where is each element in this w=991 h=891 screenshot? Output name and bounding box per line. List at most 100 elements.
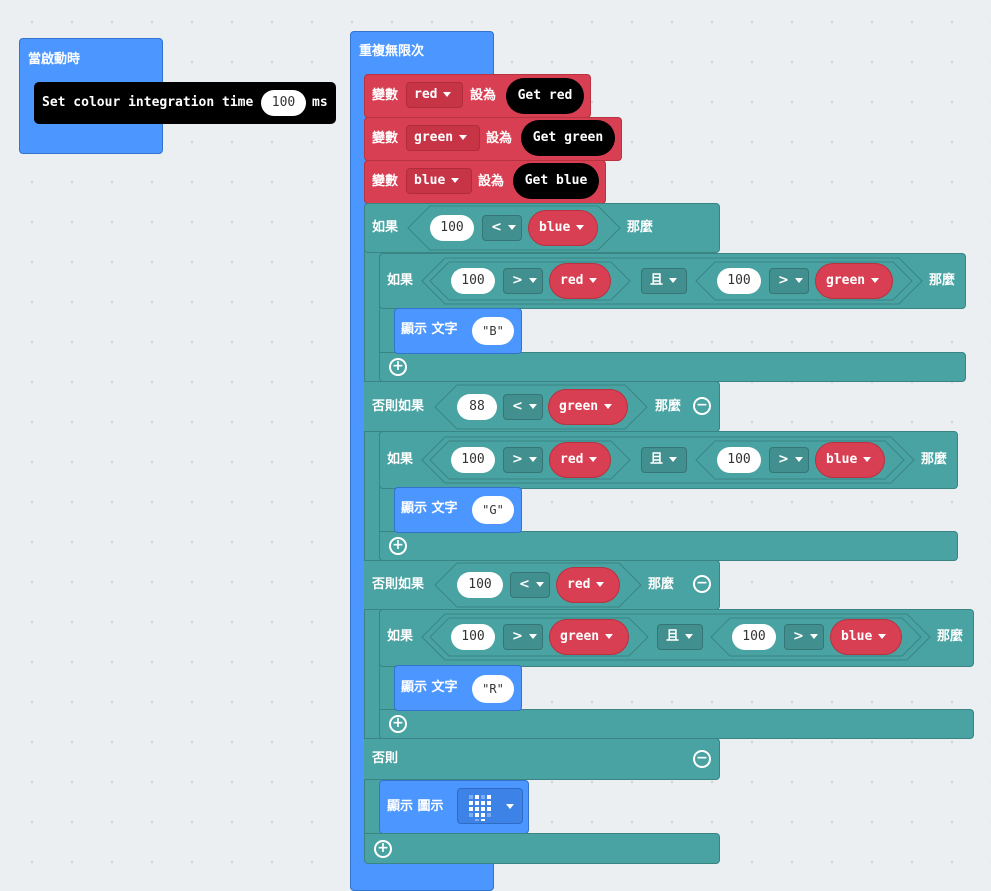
then-label: 那麼: [648, 577, 675, 592]
var-name: blue: [539, 220, 571, 235]
compare-left-input[interactable]: 100: [732, 624, 776, 650]
forever-label: 重複無限次: [359, 44, 425, 59]
and-dropdown[interactable]: 且: [641, 447, 687, 473]
get-red-label: Get red: [517, 88, 573, 103]
operator-dropdown[interactable]: <: [510, 572, 550, 598]
show-string-label: 顯示 文字: [401, 680, 458, 695]
remove-branch-button[interactable]: −: [693, 397, 711, 415]
text-input[interactable]: "R": [472, 675, 514, 703]
and-dropdown[interactable]: 且: [641, 268, 687, 294]
chevron-down-icon: [669, 457, 678, 462]
add-branch-button[interactable]: +: [389, 537, 407, 555]
var-green-dropdown[interactable]: green: [406, 125, 480, 151]
set-to-label: 設為: [470, 88, 497, 103]
if-label: 如果: [372, 220, 399, 235]
outer-if-footer[interactable]: [364, 833, 720, 864]
operator-label: >: [778, 452, 789, 467]
add-branch-button[interactable]: +: [389, 715, 407, 733]
var-blue-reporter[interactable]: blue: [528, 210, 598, 246]
compare-left-input[interactable]: 100: [717, 268, 761, 294]
integration-time-input[interactable]: 100: [261, 90, 306, 116]
var-name: red: [414, 87, 438, 102]
chevron-down-icon: [576, 225, 585, 230]
var-blue-reporter[interactable]: blue: [815, 442, 885, 478]
add-branch-button[interactable]: +: [389, 358, 407, 376]
else-header[interactable]: [364, 738, 720, 780]
compare-left-input[interactable]: 100: [430, 215, 474, 241]
var-name: red: [560, 452, 584, 467]
inner-if-3-footer[interactable]: [379, 709, 974, 739]
compare-left-input[interactable]: 100: [451, 268, 495, 294]
remove-branch-button[interactable]: −: [693, 575, 711, 593]
get-green-reporter[interactable]: Get green: [521, 120, 615, 156]
compare-left-input[interactable]: 88: [457, 394, 497, 420]
text-input[interactable]: "B": [472, 317, 514, 345]
show-string-label: 顯示 文字: [401, 322, 458, 337]
compare-left-input[interactable]: 100: [457, 572, 503, 598]
set-to-label: 設為: [486, 131, 513, 146]
chevron-down-icon: [528, 404, 537, 409]
and-label: 且: [650, 452, 664, 467]
var-blue-reporter[interactable]: blue: [830, 619, 902, 655]
compare-left-input[interactable]: 100: [451, 624, 495, 650]
chevron-down-icon: [528, 278, 537, 283]
operator-label: <: [491, 220, 502, 235]
operator-dropdown[interactable]: >: [503, 624, 543, 650]
var-blue-dropdown[interactable]: blue: [406, 168, 472, 194]
inner-if-1-footer[interactable]: [379, 352, 966, 382]
operator-label: >: [512, 452, 523, 467]
operator-dropdown[interactable]: >: [503, 447, 543, 473]
and-dropdown[interactable]: 且: [657, 624, 703, 650]
var-red-reporter[interactable]: red: [549, 263, 611, 299]
var-red-reporter[interactable]: red: [549, 442, 611, 478]
get-red-reporter[interactable]: Get red: [506, 78, 584, 114]
chevron-down-icon: [459, 135, 468, 140]
then-label: 那麼: [655, 399, 682, 414]
var-name: red: [560, 273, 584, 288]
chevron-down-icon: [669, 278, 678, 283]
get-blue-label: Get blue: [524, 173, 588, 188]
chevron-down-icon: [794, 457, 803, 462]
operator-dropdown[interactable]: >: [503, 268, 543, 294]
var-green-reporter[interactable]: green: [548, 389, 628, 425]
else-label: 否則: [372, 751, 399, 766]
var-red-reporter[interactable]: red: [556, 567, 620, 603]
compare-left-input[interactable]: 100: [451, 447, 495, 473]
var-name: green: [559, 399, 599, 414]
var-name: green: [560, 629, 600, 644]
chevron-down-icon: [809, 634, 818, 639]
var-green-reporter[interactable]: green: [549, 619, 629, 655]
chevron-down-icon: [535, 582, 544, 587]
var-name: blue: [841, 629, 873, 644]
var-green-reporter[interactable]: green: [815, 263, 893, 299]
chevron-down-icon: [451, 178, 460, 183]
chevron-down-icon: [685, 634, 694, 639]
else-if-label: 否則如果: [372, 577, 425, 592]
operator-dropdown[interactable]: <: [503, 394, 543, 420]
operator-label: >: [512, 273, 523, 288]
inner-if-2-footer[interactable]: [379, 531, 958, 561]
if-label: 如果: [387, 629, 414, 644]
and-label: 且: [666, 629, 680, 644]
add-branch-button[interactable]: +: [374, 840, 392, 858]
operator-dropdown[interactable]: <: [482, 215, 522, 241]
var-red-dropdown[interactable]: red: [406, 82, 463, 108]
get-blue-reporter[interactable]: Get blue: [513, 163, 599, 199]
var-name: green: [414, 130, 454, 145]
compare-left-input[interactable]: 100: [717, 447, 761, 473]
text-input[interactable]: "G": [472, 496, 514, 524]
chevron-down-icon: [871, 278, 880, 283]
chevron-down-icon: [863, 457, 872, 462]
operator-dropdown[interactable]: >: [769, 268, 809, 294]
if-label: 如果: [387, 452, 414, 467]
remove-branch-button[interactable]: −: [693, 750, 711, 768]
on-start-label: 當啟動時: [28, 52, 81, 67]
icon-picker-dropdown[interactable]: [457, 788, 523, 824]
operator-dropdown[interactable]: >: [769, 447, 809, 473]
chevron-down-icon: [506, 804, 514, 809]
heart-icon: [469, 795, 491, 821]
chevron-down-icon: [589, 457, 598, 462]
if-label: 如果: [387, 273, 414, 288]
operator-dropdown[interactable]: >: [784, 624, 824, 650]
show-icon-label: 顯示 圖示: [387, 799, 444, 814]
